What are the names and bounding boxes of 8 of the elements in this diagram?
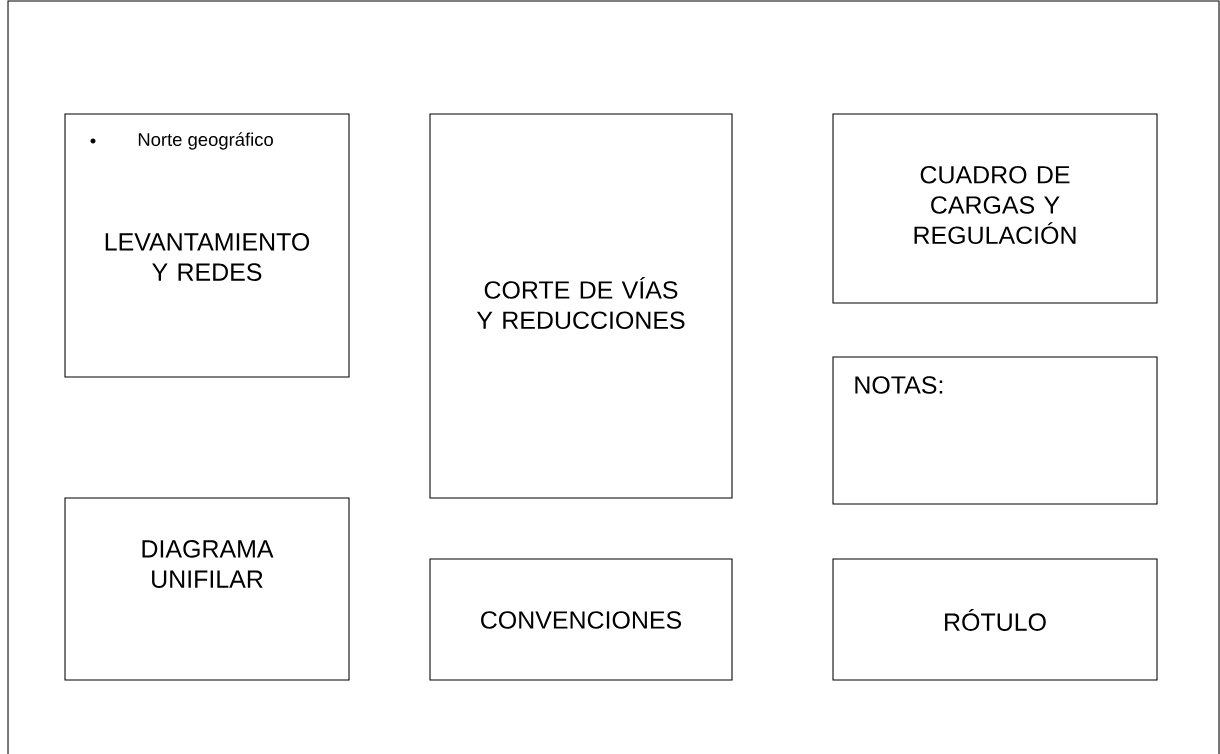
section-box: DIAGRAMA UNIFILAR (64, 497, 350, 681)
section-box: RÓTULO (832, 558, 1158, 681)
section-box: NOTAS: (832, 356, 1158, 505)
section-box: Norte geográfico LEVANTAMIENTO Y REDES (64, 113, 350, 378)
bullet-item: Norte geográfico (90, 132, 273, 150)
section-box: CUADRO DE CARGAS Y REGULACIÓN (832, 113, 1158, 304)
section-box: CONVENCIONES (429, 558, 733, 681)
section-box: CORTE DE VÍAS Y REDUCCIONES (429, 113, 733, 499)
